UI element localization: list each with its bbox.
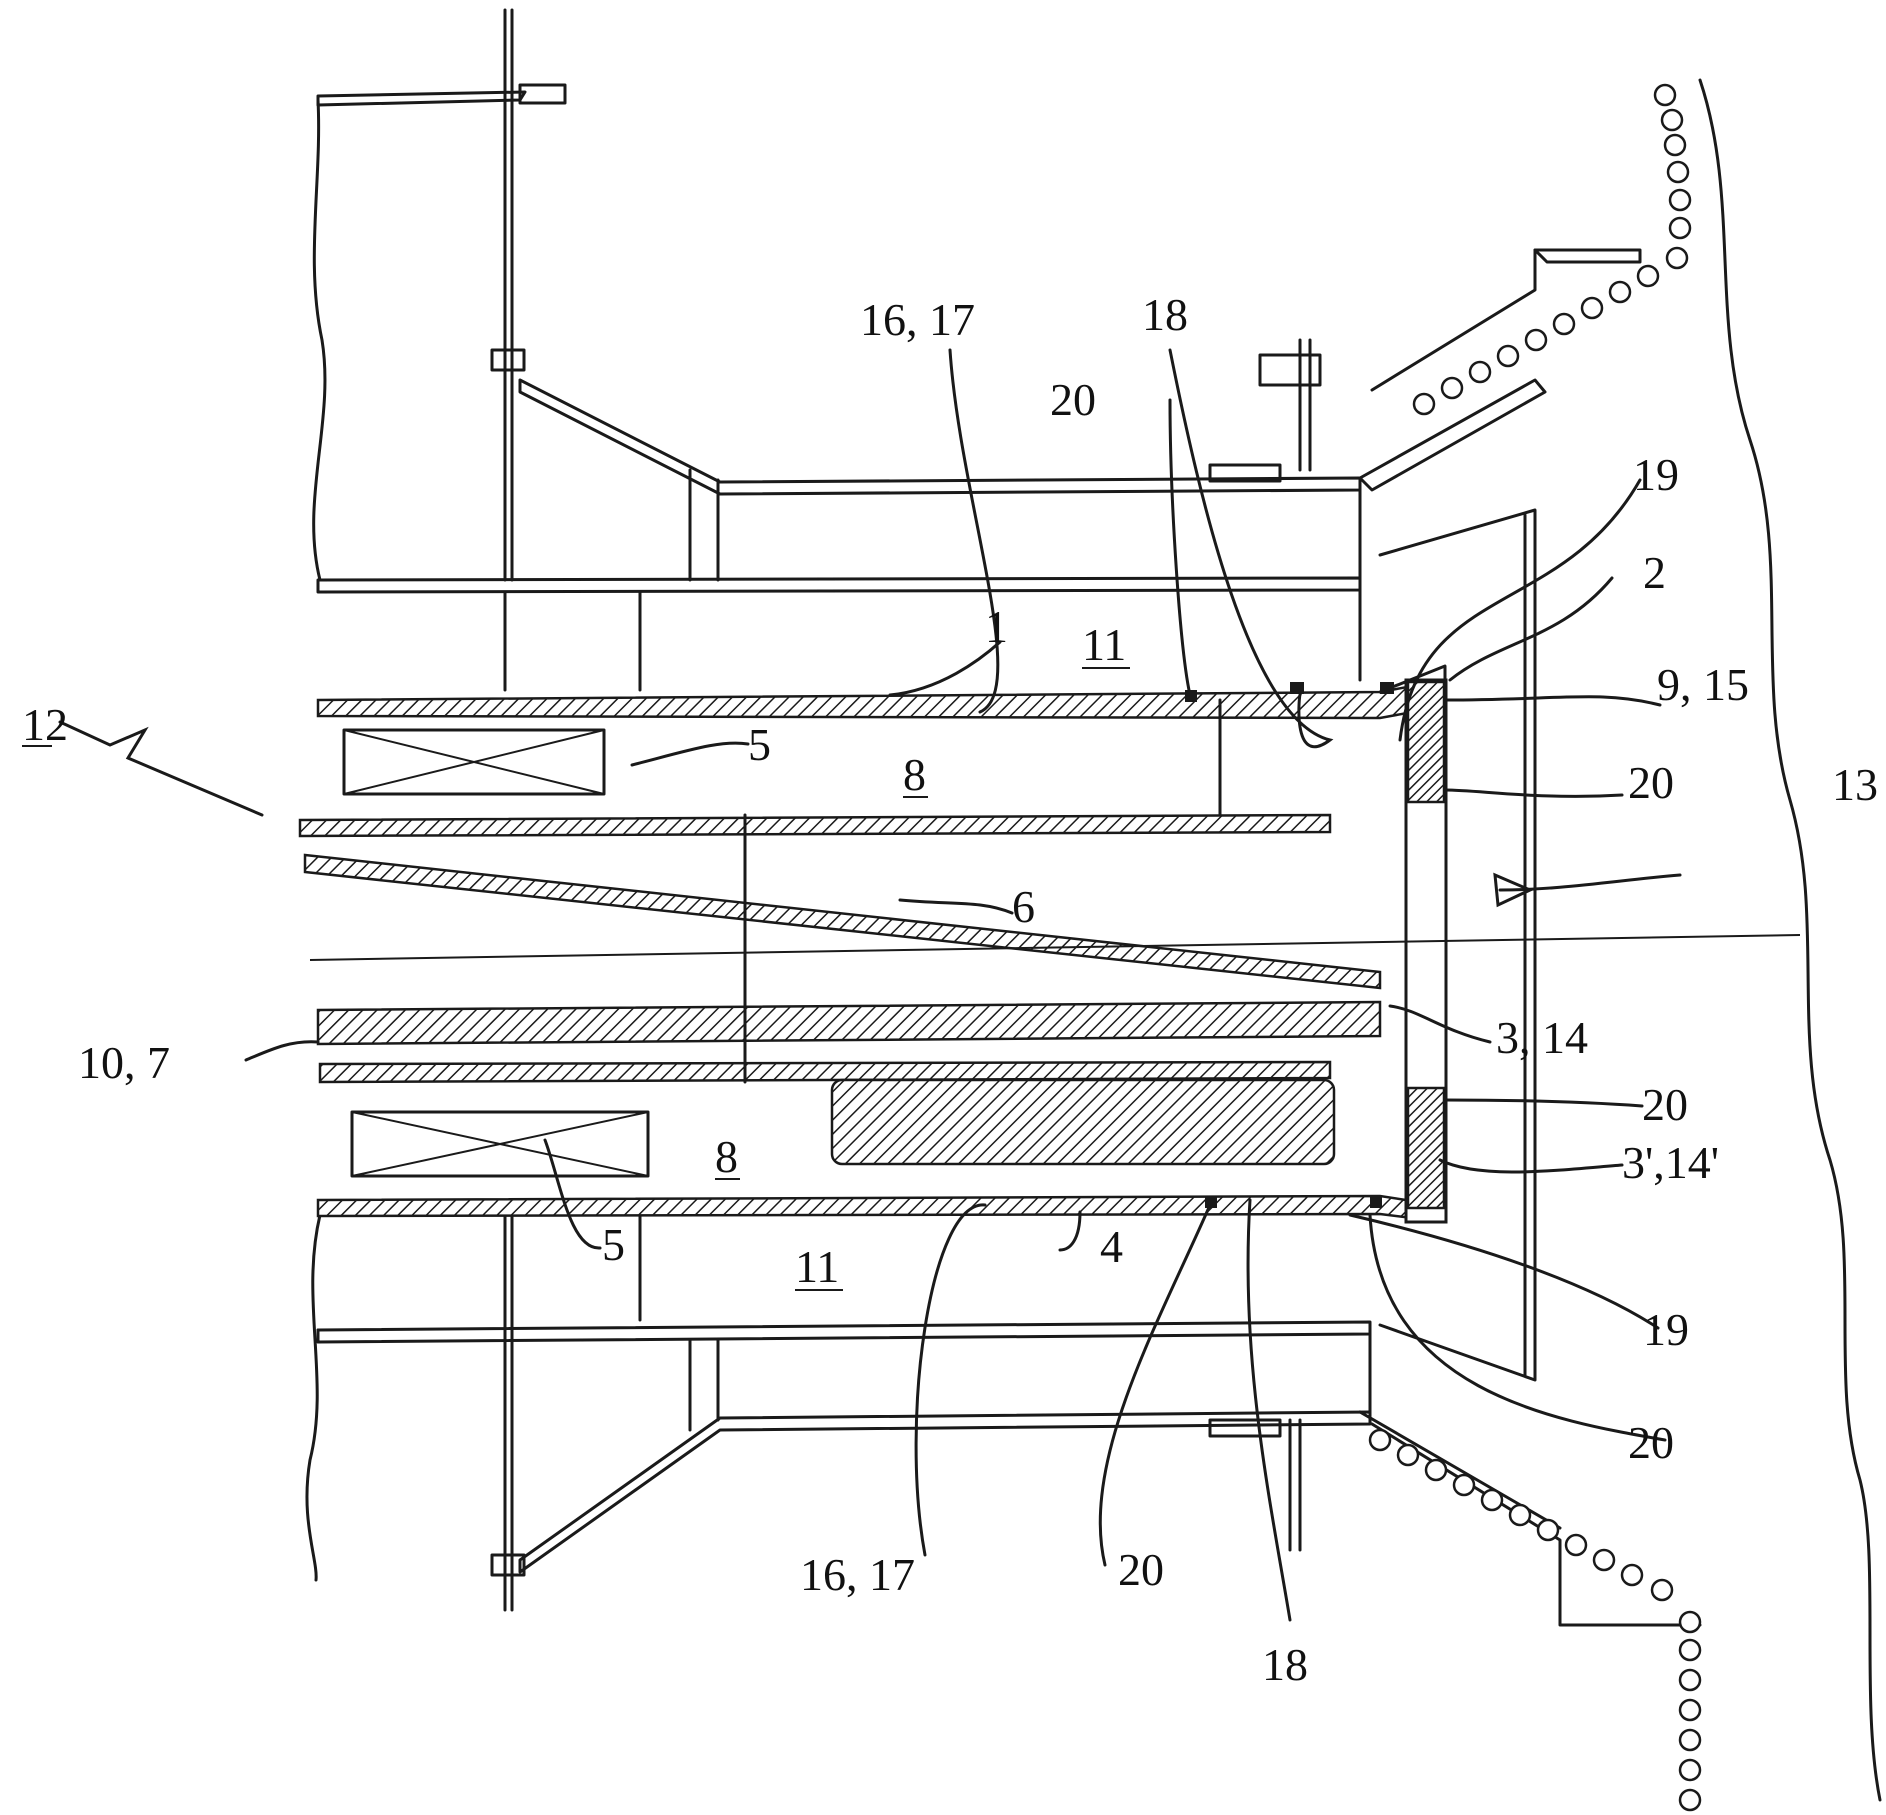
ignition-pipe	[316, 1000, 1382, 1046]
label-6: 6	[1012, 881, 1035, 932]
tube-row-top	[1412, 83, 1692, 416]
burner-body	[298, 664, 1801, 1224]
label-8-top: 8	[903, 749, 926, 800]
label-16-17-bottom: 16, 17	[800, 1549, 915, 1600]
leader-lines	[58, 348, 1682, 1622]
label-20-top: 20	[1050, 374, 1096, 425]
label-3-14: 3, 14	[1496, 1012, 1588, 1063]
label-4: 4	[1100, 1221, 1123, 1272]
reference-labels: 12 13 16, 17 18 20 19 2 9, 15 20 1 11 5 …	[22, 289, 1878, 1690]
outer-tube-bottom	[316, 1194, 1447, 1224]
label-16-17-top: 16, 17	[860, 294, 975, 345]
outer-casing	[305, 8, 1372, 1612]
label-19-top: 19	[1633, 449, 1679, 500]
nozzle-top	[298, 813, 1332, 838]
oil-lance	[303, 853, 1382, 990]
label-19-bottom: 19	[1643, 1304, 1689, 1355]
label-12: 12	[22, 699, 68, 750]
nozzle-bottom	[318, 1060, 1332, 1084]
label-20-right-mid: 20	[1642, 1079, 1688, 1130]
label-13: 13	[1832, 759, 1878, 810]
label-11-bottom: 11	[795, 1241, 839, 1292]
swirler-box-top	[342, 728, 606, 796]
label-20-right-bottom: 20	[1628, 1417, 1674, 1468]
label-9-15: 9, 15	[1657, 659, 1749, 710]
label-1: 1	[985, 601, 1008, 652]
label-5-top: 5	[748, 719, 771, 770]
label-18-top: 18	[1142, 289, 1188, 340]
label-20-bottom: 20	[1118, 1544, 1164, 1595]
label-8-bottom: 8	[715, 1131, 738, 1182]
boiler-wall	[1208, 78, 1882, 1812]
label-18-bottom: 18	[1262, 1639, 1308, 1690]
outer-tube-top	[316, 678, 1447, 720]
label-10-7: 10, 7	[78, 1037, 170, 1088]
tube-row-bottom	[1368, 1428, 1702, 1812]
swirler-box-bottom	[350, 1110, 650, 1178]
label-2: 2	[1643, 547, 1666, 598]
label-20-right-top: 20	[1628, 757, 1674, 808]
flame-stabiliser-block	[830, 1078, 1336, 1166]
label-5-bottom: 5	[602, 1219, 625, 1270]
label-11-top: 11	[1082, 619, 1126, 670]
label-3p-14p: 3',14'	[1622, 1137, 1719, 1188]
